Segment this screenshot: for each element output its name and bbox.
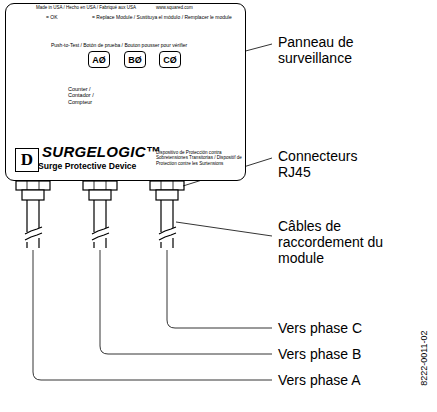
test-button: CØ bbox=[159, 51, 181, 68]
status-legend: = Replace Module / Sustituya el módulo /… bbox=[92, 15, 242, 21]
phase-label: Vers phase B bbox=[278, 346, 361, 362]
callout-label: Câbles de raccordement du module bbox=[278, 218, 388, 266]
callout-label: Panneau de surveillance bbox=[278, 34, 388, 66]
counter-caption: Counter / Contador / Compteur bbox=[68, 86, 108, 105]
product-name: Surge Protective Device bbox=[38, 162, 158, 172]
test-button: AØ bbox=[88, 51, 110, 68]
phase-label: Vers phase A bbox=[278, 372, 361, 388]
brand-logo: D bbox=[15, 148, 39, 172]
button-label: CØ bbox=[163, 55, 177, 65]
website-text: www.squared.com bbox=[156, 5, 216, 10]
drawing-number: 8222-0011-02 bbox=[419, 330, 429, 385]
test-button: BØ bbox=[124, 51, 146, 68]
phase-label: Vers phase C bbox=[278, 320, 362, 336]
button-label: AØ bbox=[92, 55, 106, 65]
button-label: D bbox=[21, 150, 33, 170]
product-description: Dispositivo de Protección contra Sobrete… bbox=[156, 150, 242, 166]
status-legend: = OK bbox=[46, 15, 76, 21]
button-caption: Push-to-Test / Botón de prueba / Bouton … bbox=[51, 43, 221, 49]
brand-name: SURGELOGIC™ bbox=[42, 143, 162, 160]
callout-label: Connecteurs RJ45 bbox=[278, 148, 388, 180]
origin-text: Made in USA / Hecho en USA / Fabriqué au… bbox=[36, 5, 156, 10]
module-housing: Made in USA / Hecho en USA / Fabriqué au… bbox=[5, 3, 246, 181]
button-label: BØ bbox=[128, 55, 142, 65]
